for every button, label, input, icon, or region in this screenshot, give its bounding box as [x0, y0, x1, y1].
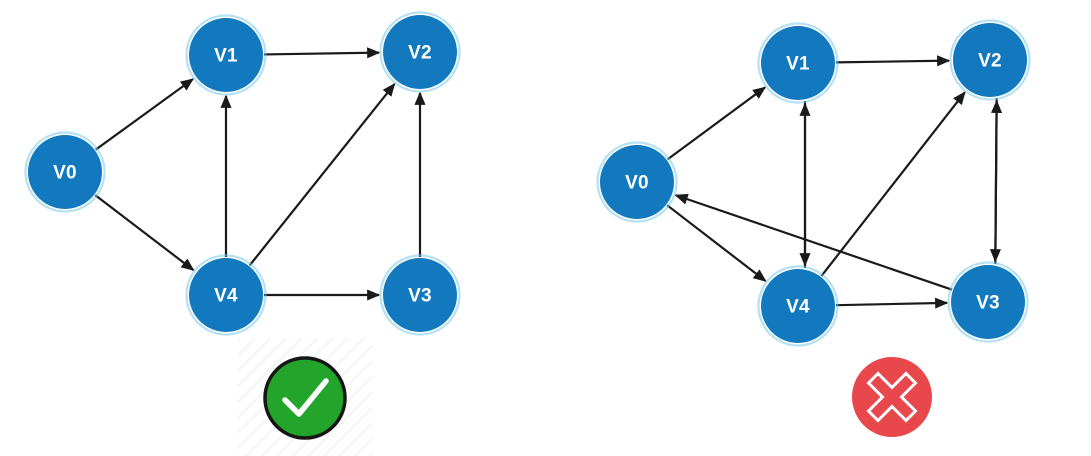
- node-circle: [953, 23, 1027, 97]
- node-glow: [185, 14, 267, 96]
- node-label: V3: [976, 293, 1000, 314]
- node-glow: [596, 141, 678, 223]
- edge-v0-to-v1: [666, 86, 767, 161]
- check-icon: [282, 378, 329, 417]
- node-circle: [600, 145, 674, 219]
- node-glow: [757, 265, 839, 347]
- node-glow: [947, 261, 1029, 343]
- node-glow: [185, 254, 267, 336]
- graph-node-v3[interactable]: V3: [379, 254, 461, 336]
- edges-layer: [94, 47, 1003, 309]
- node-circle: [189, 18, 263, 92]
- cross-icon: [866, 371, 918, 423]
- edge-v4-to-v2: [820, 91, 966, 277]
- node-glow: [949, 19, 1031, 101]
- graph-node-v2[interactable]: V2: [379, 11, 461, 93]
- node-label: V0: [53, 163, 77, 184]
- graph-node-v3[interactable]: V3: [947, 261, 1029, 343]
- edge-v0-to-v4: [94, 194, 195, 271]
- edge-v4-to-v2: [248, 83, 396, 266]
- edge-v1-to-v2: [263, 47, 381, 59]
- node-label: V4: [786, 297, 810, 318]
- node-circle: [761, 26, 835, 100]
- edge-v0-to-v1: [95, 78, 194, 151]
- node-circle: [383, 15, 457, 89]
- node-label: V4: [214, 286, 238, 307]
- graph-node-v4[interactable]: V4: [757, 265, 839, 347]
- graph-node-v0[interactable]: V0: [24, 131, 106, 213]
- edge-v3-to-v0: [674, 193, 953, 291]
- node-circle: [383, 258, 457, 332]
- node-circle: [189, 258, 263, 332]
- graph-node-v2[interactable]: V2: [949, 19, 1031, 101]
- node-circle: [761, 269, 835, 343]
- node-label: V1: [214, 46, 238, 67]
- edge-v1-to-v2: [835, 55, 951, 67]
- node-circle: [28, 135, 102, 209]
- graph-node-v4[interactable]: V4: [185, 254, 267, 336]
- node-label: V3: [408, 286, 432, 307]
- node-label: V1: [786, 54, 810, 75]
- node-glow: [379, 254, 461, 336]
- node-glow: [757, 22, 839, 104]
- verdict-badges-layer: [263, 356, 932, 440]
- edge-v4-to-v3: [835, 297, 949, 309]
- graph-node-v1[interactable]: V1: [757, 22, 839, 104]
- verdict-disc: [263, 356, 347, 440]
- verdict-badge-check[interactable]: [263, 356, 347, 440]
- graph-node-v1[interactable]: V1: [185, 14, 267, 96]
- node-glow: [24, 131, 106, 213]
- node-label: V2: [408, 43, 432, 64]
- edge-v0-to-v4: [666, 204, 767, 282]
- edge-v3-to-v2: [991, 99, 1003, 265]
- verdict-badge-cross[interactable]: [852, 357, 932, 437]
- graph-node-v0[interactable]: V0: [596, 141, 678, 223]
- node-circle: [951, 265, 1025, 339]
- node-label: V0: [625, 173, 649, 194]
- node-label: V2: [978, 51, 1002, 72]
- node-glow: [379, 11, 461, 93]
